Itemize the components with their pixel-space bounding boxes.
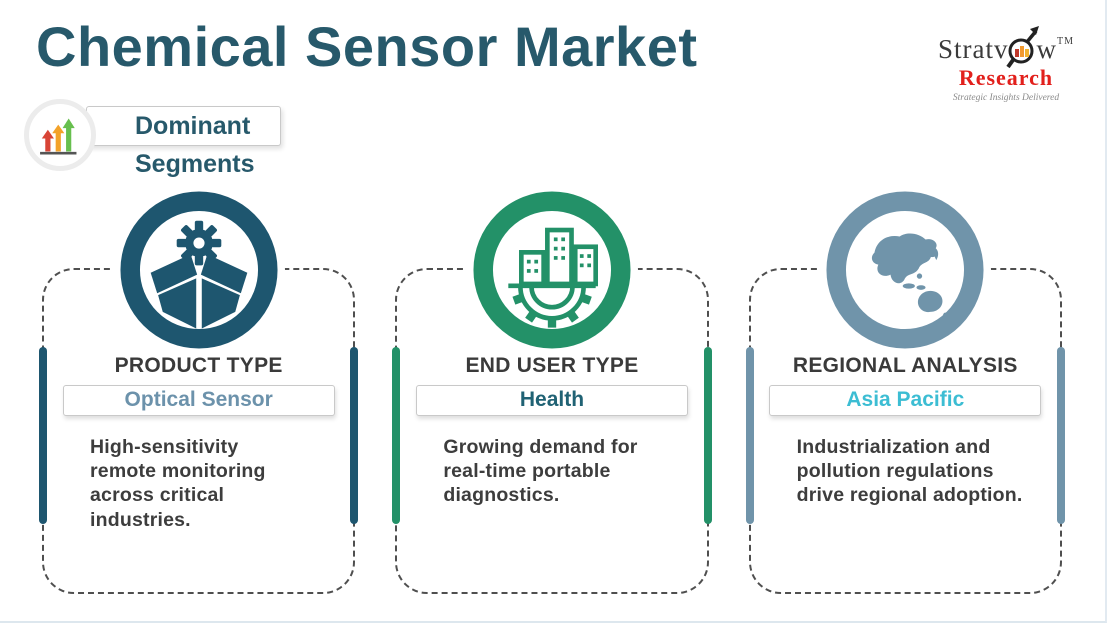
card-description: Growing demand for real-time portable di… [443, 436, 638, 507]
rising-arrows-icon [24, 99, 96, 171]
open-box-gear-icon [112, 184, 285, 356]
card-description: High-sensitivity remote monitoring acros… [90, 436, 266, 531]
trademark: TM [1057, 36, 1074, 47]
logo-research-text: Research [958, 65, 1054, 90]
segment-cards: PRODUCT TYPE Optical Sensor High-sensiti… [39, 184, 1065, 594]
card-title: END USER TYPE [465, 354, 639, 377]
buildings-gear-icon [465, 184, 638, 356]
page-title: Chemical Sensor Market [36, 15, 698, 78]
card-value: Health [415, 385, 688, 416]
accent-bar [703, 347, 712, 524]
card-regional-analysis: REGIONAL ANALYSIS Asia Pacific Industria… [745, 184, 1065, 594]
asia-pacific-map-icon [819, 184, 992, 356]
badge-label: Dominant Segments [86, 106, 282, 178]
logo-tagline: Strategic Insights Delivered [952, 93, 1060, 103]
card-description: Industrialization and pollution regulati… [796, 436, 1023, 507]
card-value: Optical Sensor [62, 385, 335, 416]
stratview-logo: Stratv wTM Research Strategic Insights D… [921, 24, 1091, 103]
accent-bar [1056, 347, 1065, 524]
card-end-user-type: END USER TYPE Health Growing demand for … [392, 184, 712, 594]
accent-bar [350, 347, 359, 524]
magnifier-growth-icon [1005, 26, 1039, 69]
card-value: Asia Pacific [769, 385, 1042, 416]
accent-bar [39, 347, 47, 524]
accent-bar [745, 347, 754, 524]
accent-bar [392, 347, 401, 524]
card-title: PRODUCT TYPE [114, 354, 283, 377]
logo-wordmark: Stratv wTM [921, 24, 1091, 69]
card-title: REGIONAL ANALYSIS [792, 354, 1018, 377]
card-product-type: PRODUCT TYPE Optical Sensor High-sensiti… [39, 184, 359, 594]
